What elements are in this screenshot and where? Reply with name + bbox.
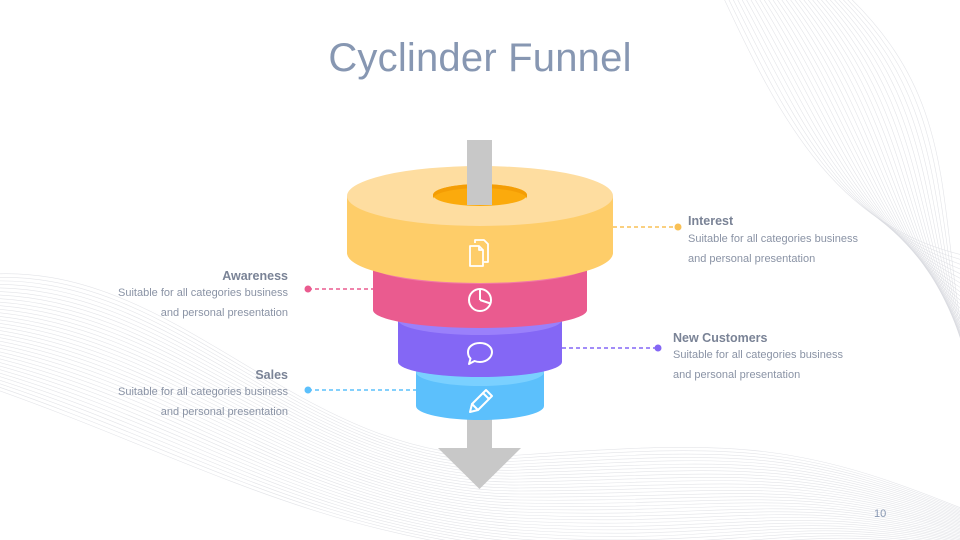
wave-line — [0, 298, 960, 518]
wave-line — [724, 0, 960, 255]
wave-line — [0, 294, 960, 517]
wave-line — [0, 355, 960, 540]
connector-sales — [304, 386, 416, 394]
wave-line — [838, 0, 960, 336]
wave-line — [0, 319, 960, 527]
wave-line — [0, 340, 960, 535]
funnel-layer-interest — [347, 140, 613, 283]
stage-desc-sales-line2: and personal presentation — [160, 406, 288, 418]
wave-line — [768, 0, 960, 301]
document-icon — [469, 239, 489, 267]
stage-desc-awareness-line1: Suitable for all categories business — [118, 287, 288, 299]
stage-desc-sales: Suitable for all categories business and… — [48, 382, 288, 422]
wave-line — [0, 376, 911, 540]
stage-label-sales: Sales — [255, 368, 288, 382]
wave-line — [851, 0, 960, 322]
pencil-icon — [469, 389, 493, 413]
wave-line — [776, 0, 960, 309]
stage-desc-sales-line1: Suitable for all categories business — [118, 386, 288, 398]
stage-desc-new-customers-line1: Suitable for all categories business — [673, 349, 843, 361]
wave-line — [741, 0, 960, 274]
stage-desc-interest: Suitable for all categories business and… — [688, 229, 928, 269]
connector-interest — [613, 223, 682, 231]
pie-chart-icon — [468, 288, 492, 312]
wave-line — [0, 333, 960, 532]
wave-line — [737, 0, 960, 270]
wave-line — [0, 379, 893, 540]
wave-line — [0, 387, 446, 540]
wave-line — [0, 362, 950, 540]
wave-line — [0, 330, 960, 531]
wave-line — [0, 344, 960, 536]
wave-line — [0, 301, 960, 520]
funnel-down-arrow — [438, 415, 521, 489]
wave-line — [847, 0, 960, 329]
wave-line — [0, 351, 960, 539]
slide-title: Cyclinder Funnel — [328, 36, 632, 80]
wave-line — [790, 0, 960, 320]
speech-bubble-icon — [467, 342, 493, 365]
wave-line — [0, 358, 956, 540]
wave-line — [750, 0, 960, 284]
wave-line — [0, 337, 960, 534]
wave-line — [0, 305, 960, 521]
wave-line — [0, 316, 960, 525]
wave-line — [825, 0, 960, 338]
stage-label-interest: Interest — [688, 214, 734, 228]
wave-line — [0, 383, 462, 540]
wave-line — [785, 0, 960, 316]
wave-line — [0, 291, 960, 515]
stage-desc-new-customers: Suitable for all categories business and… — [673, 345, 913, 385]
stage-desc-awareness: Suitable for all categories business and… — [48, 283, 288, 323]
stage-desc-interest-line1: Suitable for all categories business — [688, 233, 858, 245]
wave-line — [0, 372, 924, 540]
wave-line — [728, 0, 960, 260]
stage-desc-new-customers-line2: and personal presentation — [673, 369, 801, 381]
wave-line — [0, 323, 960, 528]
stage-desc-awareness-line2: and personal presentation — [160, 307, 288, 319]
wave-line — [0, 312, 960, 524]
connector-awareness — [304, 285, 373, 293]
wave-line — [0, 390, 431, 540]
wave-line — [0, 284, 960, 513]
wave-line — [0, 309, 960, 522]
wave-line — [772, 0, 960, 305]
wave-line — [0, 369, 934, 540]
stage-desc-interest-line2: and personal presentation — [688, 253, 816, 265]
wave-line — [0, 326, 960, 529]
wave-line — [829, 0, 960, 338]
wave-line — [0, 365, 942, 540]
wave-line — [746, 0, 960, 279]
wave-line — [794, 0, 960, 323]
wave-line — [0, 348, 960, 538]
wave-line — [781, 0, 960, 313]
connector-new-customers — [562, 344, 662, 352]
wave-line — [733, 0, 960, 265]
wave-line — [842, 0, 960, 334]
stage-label-awareness: Awareness — [222, 269, 288, 283]
wave-line — [834, 0, 960, 338]
wave-line — [0, 287, 960, 514]
stage-label-new-customers: New Customers — [673, 331, 768, 345]
page-number: 10 — [874, 508, 887, 520]
